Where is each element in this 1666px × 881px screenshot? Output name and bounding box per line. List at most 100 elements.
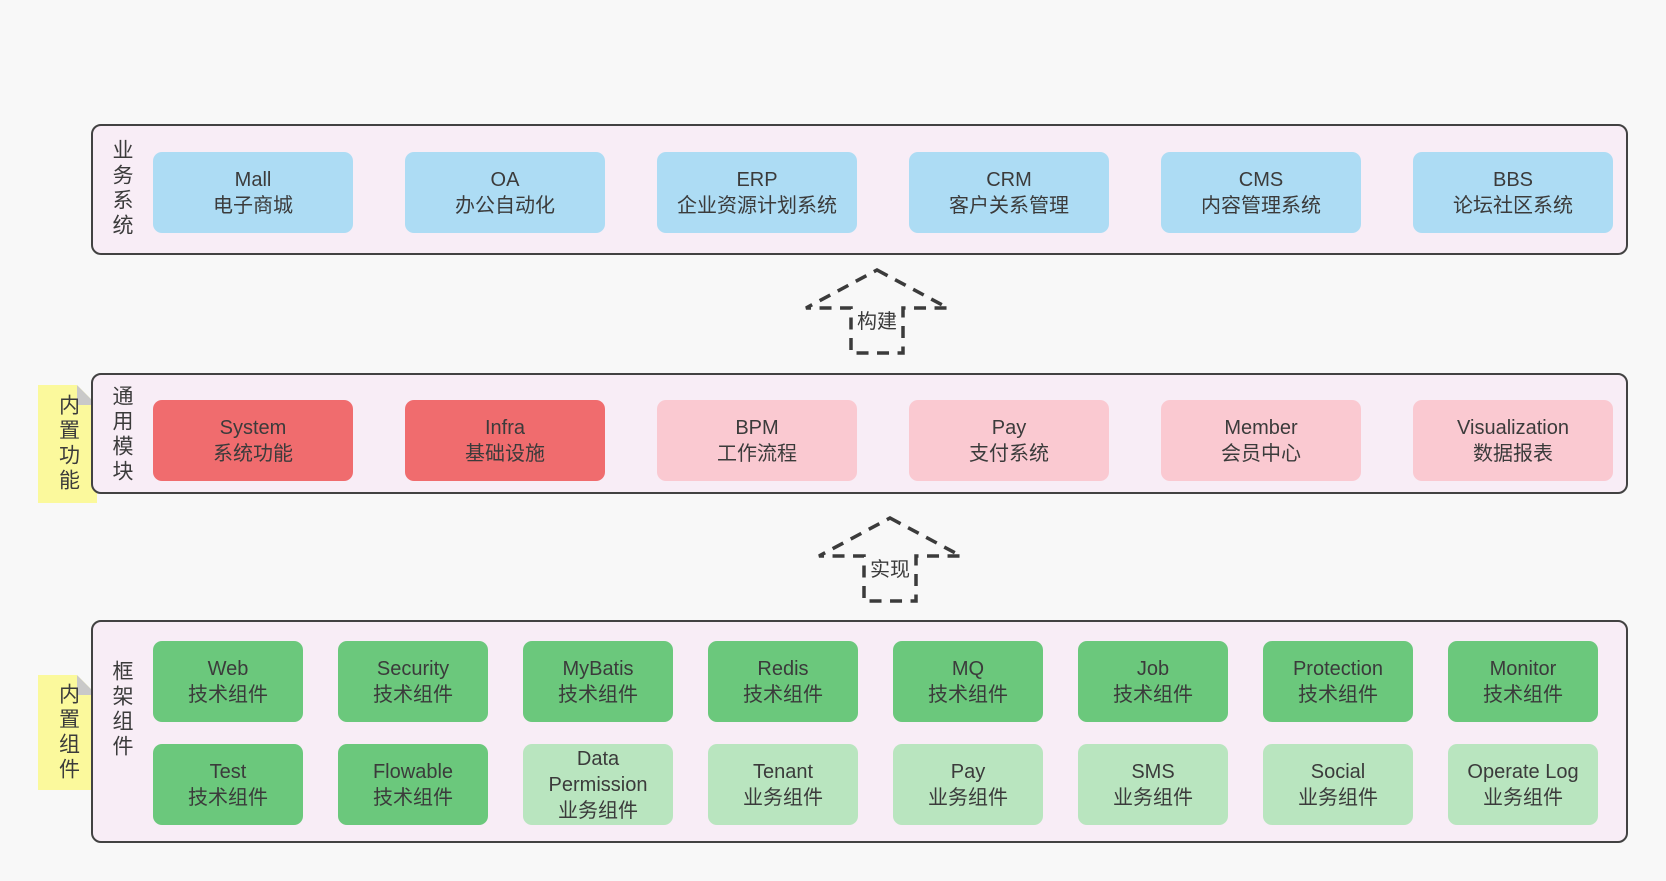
box-erp: ERP 企业资源计划系统 bbox=[657, 152, 857, 233]
box-title: BBS bbox=[1492, 168, 1534, 191]
band-label-business-systems: 业务系统 bbox=[110, 139, 133, 239]
arrow-label: 实现 bbox=[867, 558, 913, 582]
box-crm: CRM 客户关系管理 bbox=[909, 152, 1109, 233]
box-subtitle: 业务组件 bbox=[1298, 786, 1378, 809]
box-test: Test 技术组件 bbox=[153, 744, 303, 825]
box-protection: Protection 技术组件 bbox=[1263, 641, 1413, 722]
box-subtitle: 业务组件 bbox=[928, 786, 1008, 809]
box-subtitle: 技术组件 bbox=[1298, 683, 1378, 706]
box-redis: Redis 技术组件 bbox=[708, 641, 858, 722]
box-title: MyBatis bbox=[562, 657, 634, 680]
box-subtitle: 技术组件 bbox=[558, 683, 638, 706]
box-subtitle: 办公自动化 bbox=[455, 194, 555, 217]
box-title: Infra bbox=[484, 416, 526, 439]
block-arrow-up-icon bbox=[818, 516, 962, 603]
sticky-note-label: 内置组件 bbox=[56, 682, 80, 783]
box-security: Security 技术组件 bbox=[338, 641, 488, 722]
box-subtitle: 技术组件 bbox=[928, 683, 1008, 706]
block-arrow-up-icon bbox=[805, 268, 949, 355]
box-subtitle: 业务组件 bbox=[743, 786, 823, 809]
box-subtitle: 工作流程 bbox=[717, 442, 797, 465]
box-title: System bbox=[219, 416, 287, 439]
box-member: Member 会员中心 bbox=[1161, 400, 1361, 481]
sticky-note-builtin-features: 内置功能 bbox=[38, 385, 97, 503]
box-title: MQ bbox=[951, 657, 985, 680]
box-subtitle: 技术组件 bbox=[373, 786, 453, 809]
box-title: Operate Log bbox=[1467, 760, 1579, 783]
box-title: ERP bbox=[736, 168, 778, 191]
box-mall: Mall 电子商城 bbox=[153, 152, 353, 233]
box-subtitle: 企业资源计划系统 bbox=[677, 194, 837, 217]
box-system: System 系统功能 bbox=[153, 400, 353, 481]
box-subtitle: 内容管理系统 bbox=[1201, 194, 1321, 217]
box-title: Job bbox=[1136, 657, 1170, 680]
box-row-business: Mall 电子商城 OA 办公自动化 ERP 企业资源计划系统 CRM 客户关系管理 CMS 内容… bbox=[153, 152, 1613, 233]
box-tenant: Tenant 业务组件 bbox=[708, 744, 858, 825]
box-operate-log: Operate Log 业务组件 bbox=[1448, 744, 1598, 825]
box-title: Monitor bbox=[1489, 657, 1557, 680]
box-subtitle: 论坛社区系统 bbox=[1453, 194, 1573, 217]
box-title: SMS bbox=[1131, 760, 1175, 783]
box-subtitle: 技术组件 bbox=[1483, 683, 1563, 706]
box-subtitle: 电子商城 bbox=[213, 194, 293, 217]
box-title: Visualization bbox=[1457, 416, 1569, 439]
arrow-implement: 实现 bbox=[815, 514, 965, 606]
band-label-common-modules: 通用模块 bbox=[110, 385, 133, 485]
box-title: OA bbox=[490, 168, 520, 191]
box-subtitle: 会员中心 bbox=[1221, 442, 1301, 465]
box-mybatis: MyBatis 技术组件 bbox=[523, 641, 673, 722]
box-cms: CMS 内容管理系统 bbox=[1161, 152, 1361, 233]
box-title: Mall bbox=[234, 168, 272, 191]
box-data-permission: Data Permission 业务组件 bbox=[523, 744, 673, 825]
box-subtitle: 业务组件 bbox=[1113, 786, 1193, 809]
box-job: Job 技术组件 bbox=[1078, 641, 1228, 722]
box-title: Flowable bbox=[372, 760, 454, 783]
box-title: Member bbox=[1224, 416, 1298, 439]
arrow-build: 构建 bbox=[802, 266, 952, 358]
box-title: BPM bbox=[735, 416, 779, 439]
box-subtitle: 业务组件 bbox=[558, 799, 638, 822]
box-title: Pay bbox=[991, 416, 1027, 439]
box-visualization: Visualization 数据报表 bbox=[1413, 400, 1613, 481]
box-title: Tenant bbox=[752, 760, 814, 783]
box-pay: Pay 支付系统 bbox=[909, 400, 1109, 481]
box-subtitle: 基础设施 bbox=[465, 442, 545, 465]
sticky-note-label: 内置功能 bbox=[56, 394, 80, 494]
box-title: Protection bbox=[1292, 657, 1384, 680]
band-label-framework-components: 框架组件 bbox=[110, 660, 133, 760]
box-title: Security bbox=[376, 657, 450, 680]
box-subtitle: 客户关系管理 bbox=[949, 194, 1069, 217]
box-pay: Pay 业务组件 bbox=[893, 744, 1043, 825]
box-subtitle: 数据报表 bbox=[1473, 442, 1553, 465]
box-title: Data Permission bbox=[548, 747, 648, 796]
box-title: Web bbox=[207, 657, 249, 680]
box-bpm: BPM 工作流程 bbox=[657, 400, 857, 481]
box-subtitle: 业务组件 bbox=[1483, 786, 1563, 809]
band-common-modules: 通用模块 System 系统功能 Infra 基础设施 BPM 工作流程 Pay 支付系统 Me… bbox=[91, 373, 1628, 494]
sticky-note-builtin-components: 内置组件 bbox=[38, 675, 97, 790]
box-title: Pay bbox=[950, 760, 986, 783]
box-subtitle: 技术组件 bbox=[1113, 683, 1193, 706]
box-flowable: Flowable 技术组件 bbox=[338, 744, 488, 825]
box-title: Redis bbox=[757, 657, 809, 680]
band-business-systems: 业务系统 Mall 电子商城 OA 办公自动化 ERP 企业资源计划系统 CRM 客户关系管理… bbox=[91, 124, 1628, 255]
box-web: Web 技术组件 bbox=[153, 641, 303, 722]
arrow-label: 构建 bbox=[854, 310, 900, 334]
box-mq: MQ 技术组件 bbox=[893, 641, 1043, 722]
box-subtitle: 技术组件 bbox=[188, 786, 268, 809]
box-subtitle: 系统功能 bbox=[213, 442, 293, 465]
box-row-modules: System 系统功能 Infra 基础设施 BPM 工作流程 Pay 支付系统 Member 会… bbox=[153, 400, 1613, 481]
box-sms: SMS 业务组件 bbox=[1078, 744, 1228, 825]
box-title: CMS bbox=[1238, 168, 1284, 191]
box-title: CRM bbox=[986, 168, 1032, 191]
box-subtitle: 技术组件 bbox=[743, 683, 823, 706]
box-subtitle: 技术组件 bbox=[373, 683, 453, 706]
box-title: Test bbox=[209, 760, 247, 783]
box-bbs: BBS 论坛社区系统 bbox=[1413, 152, 1613, 233]
box-subtitle: 技术组件 bbox=[188, 683, 268, 706]
box-subtitle: 支付系统 bbox=[969, 442, 1049, 465]
